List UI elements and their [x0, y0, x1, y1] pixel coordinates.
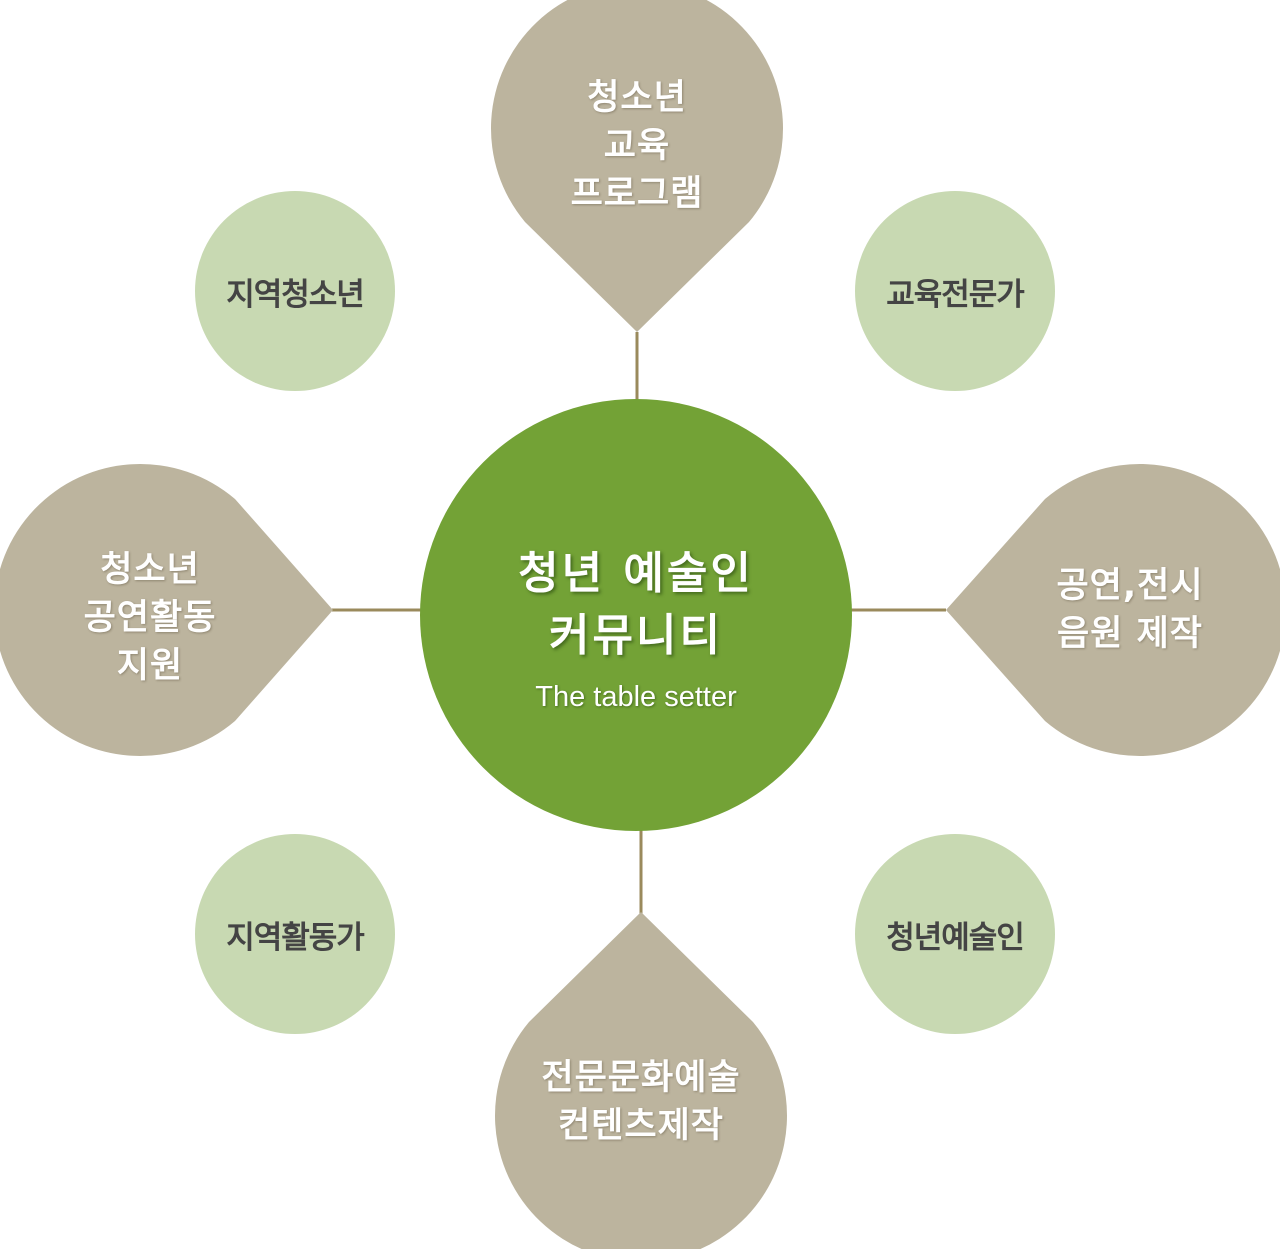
center-subtitle: The table setter [535, 680, 737, 713]
drop-right-line-1: 공연,전시 [1056, 566, 1204, 606]
drop-top-line-3: 프로그램 [570, 174, 704, 214]
drop-left-line-3: 지원 [116, 646, 184, 686]
center-label: 청년 예술인 커뮤니티 The table setter [436, 528, 836, 728]
drop-bottom-line-2: 컨텐츠제작 [557, 1106, 724, 1146]
drop-left-line-2: 공연활동 [83, 598, 217, 638]
circle-top-left-text: 지역청소년 [226, 276, 365, 313]
drop-top-label: 청소년 교육 프로그램 [491, 64, 783, 228]
circle-bottom-right-shape [855, 834, 1055, 1034]
circle-top-right-label: 교육전문가 [855, 191, 1055, 391]
drop-left-shape [0, 464, 333, 756]
drop-right-line-2: 음원 제작 [1057, 614, 1203, 654]
drop-left-line-1: 청소년 [100, 550, 200, 590]
circle-top-left-label: 지역청소년 [195, 191, 395, 391]
circle-bottom-right-text: 청년예술인 [886, 919, 1025, 956]
circle-top-right-text: 교육전문가 [886, 276, 1025, 313]
center-circle-shape [420, 399, 852, 831]
drop-top-line-2: 교육 [603, 126, 671, 166]
circle-bottom-left-shape [195, 834, 395, 1034]
drop-top-line-1: 청소년 [587, 78, 687, 118]
drop-right-shape [946, 464, 1280, 756]
circle-bottom-left-text: 지역활동가 [226, 919, 365, 956]
drop-right-label: 공연,전시 음원 제작 [984, 552, 1276, 668]
circle-bottom-left-label: 지역활동가 [195, 834, 395, 1034]
drop-top-shape [491, 0, 783, 332]
drop-bottom-line-1: 전문문화예술 [541, 1058, 741, 1098]
drop-bottom-shape [495, 912, 787, 1249]
circle-top-right-shape [855, 191, 1055, 391]
center-title-line-1: 청년 예술인 [518, 547, 754, 599]
circle-top-left-shape [195, 191, 395, 391]
drop-bottom-label: 전문문화예술 컨텐츠제작 [495, 1044, 787, 1160]
center-title-line-2: 커뮤니티 [549, 609, 723, 661]
circle-bottom-right-label: 청년예술인 [855, 834, 1055, 1034]
drop-left-label: 청소년 공연활동 지원 [4, 536, 296, 700]
